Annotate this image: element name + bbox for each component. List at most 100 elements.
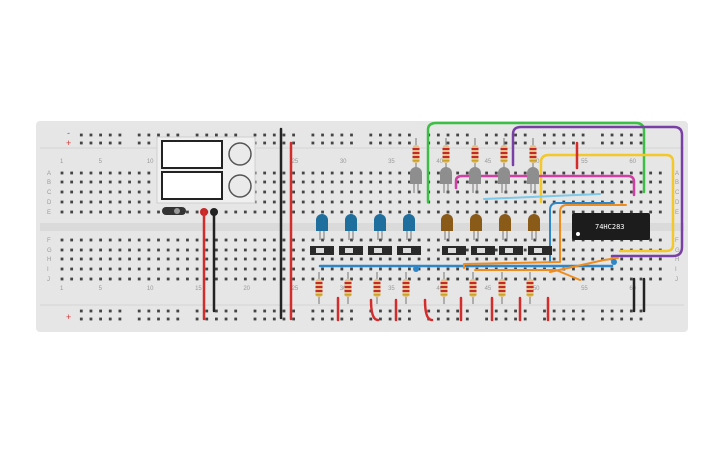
current-knob[interactable] xyxy=(228,174,252,198)
hole xyxy=(427,267,431,271)
hole xyxy=(456,267,460,271)
hole xyxy=(282,200,286,204)
hole xyxy=(658,257,662,261)
hole xyxy=(263,180,267,184)
hole xyxy=(118,267,122,271)
purple-wire xyxy=(511,125,684,258)
column-number: 1 xyxy=(60,286,64,292)
rail-hole xyxy=(282,141,286,145)
hole xyxy=(128,171,131,175)
hole xyxy=(340,210,344,214)
hole xyxy=(620,210,624,214)
rail-hole xyxy=(601,317,604,321)
hole xyxy=(186,210,189,214)
hole xyxy=(176,277,180,281)
rail-hole xyxy=(205,317,209,321)
voltage-knob[interactable] xyxy=(228,142,252,166)
rail-hole xyxy=(514,133,517,137)
hole xyxy=(137,171,141,175)
hole xyxy=(282,277,286,281)
hole xyxy=(60,210,64,214)
hole xyxy=(99,267,102,271)
hole xyxy=(639,267,643,271)
rail-hole xyxy=(108,141,112,145)
hole xyxy=(350,171,353,175)
hole xyxy=(465,248,469,252)
rail-hole xyxy=(629,141,633,145)
hole xyxy=(60,238,64,242)
hole xyxy=(427,257,431,261)
rail-hole xyxy=(89,317,93,321)
rail-hole xyxy=(330,317,334,321)
rail-hole xyxy=(79,317,83,321)
hole xyxy=(562,257,566,261)
hole xyxy=(272,190,276,194)
hole xyxy=(108,257,112,261)
rail-hole xyxy=(639,309,643,313)
hole xyxy=(166,267,170,271)
hole xyxy=(321,257,324,261)
hole xyxy=(427,248,431,252)
hole xyxy=(572,248,575,252)
rail-hole xyxy=(224,309,228,313)
hole xyxy=(99,180,102,184)
hole xyxy=(552,248,556,252)
hole xyxy=(552,171,556,175)
rail-hole xyxy=(408,317,411,321)
hole xyxy=(118,180,122,184)
light-blue-wire xyxy=(483,193,601,200)
hole xyxy=(649,200,653,204)
hole xyxy=(417,210,421,214)
rail-hole xyxy=(408,133,411,137)
hole xyxy=(629,210,633,214)
hole xyxy=(572,190,575,194)
hole xyxy=(99,171,102,175)
hole xyxy=(147,180,151,184)
hole xyxy=(224,277,228,281)
hole xyxy=(436,248,440,252)
rail-hole xyxy=(494,309,498,313)
column-number: 15 xyxy=(195,286,202,292)
hole xyxy=(108,267,112,271)
hole xyxy=(108,238,112,242)
hole xyxy=(359,210,363,214)
resistor xyxy=(440,272,448,304)
hole xyxy=(118,257,122,261)
hole xyxy=(398,200,402,204)
hole xyxy=(147,200,151,204)
hole xyxy=(292,248,295,252)
hole xyxy=(465,238,469,242)
rail-hole xyxy=(350,141,353,145)
hole xyxy=(253,210,257,214)
hole xyxy=(205,238,209,242)
hole xyxy=(263,238,267,242)
hole xyxy=(89,210,93,214)
rail-hole xyxy=(446,141,450,145)
rail-hole xyxy=(79,309,83,313)
hole xyxy=(301,210,305,214)
hole xyxy=(465,210,469,214)
row-letter: J xyxy=(47,277,50,283)
hole xyxy=(533,257,537,261)
rail-hole xyxy=(205,133,209,137)
hole xyxy=(70,277,74,281)
column-number: 50 xyxy=(533,286,540,292)
hole xyxy=(79,190,83,194)
hole xyxy=(89,180,93,184)
hole xyxy=(514,200,517,204)
bench-power-supply-icon[interactable] xyxy=(156,136,256,215)
hole xyxy=(301,200,305,204)
rail-hole xyxy=(620,309,624,313)
hole xyxy=(350,180,353,184)
hole xyxy=(99,257,102,261)
rail-hole xyxy=(166,317,170,321)
hole xyxy=(514,277,517,281)
row-letter: E xyxy=(675,210,679,216)
ic-chip-icon[interactable]: 74HC283 xyxy=(572,213,650,240)
rail-hole xyxy=(543,133,546,137)
hole xyxy=(398,257,402,261)
row-letter: G xyxy=(47,248,52,254)
hole xyxy=(658,238,662,242)
hole xyxy=(456,210,460,214)
hole xyxy=(301,238,305,242)
